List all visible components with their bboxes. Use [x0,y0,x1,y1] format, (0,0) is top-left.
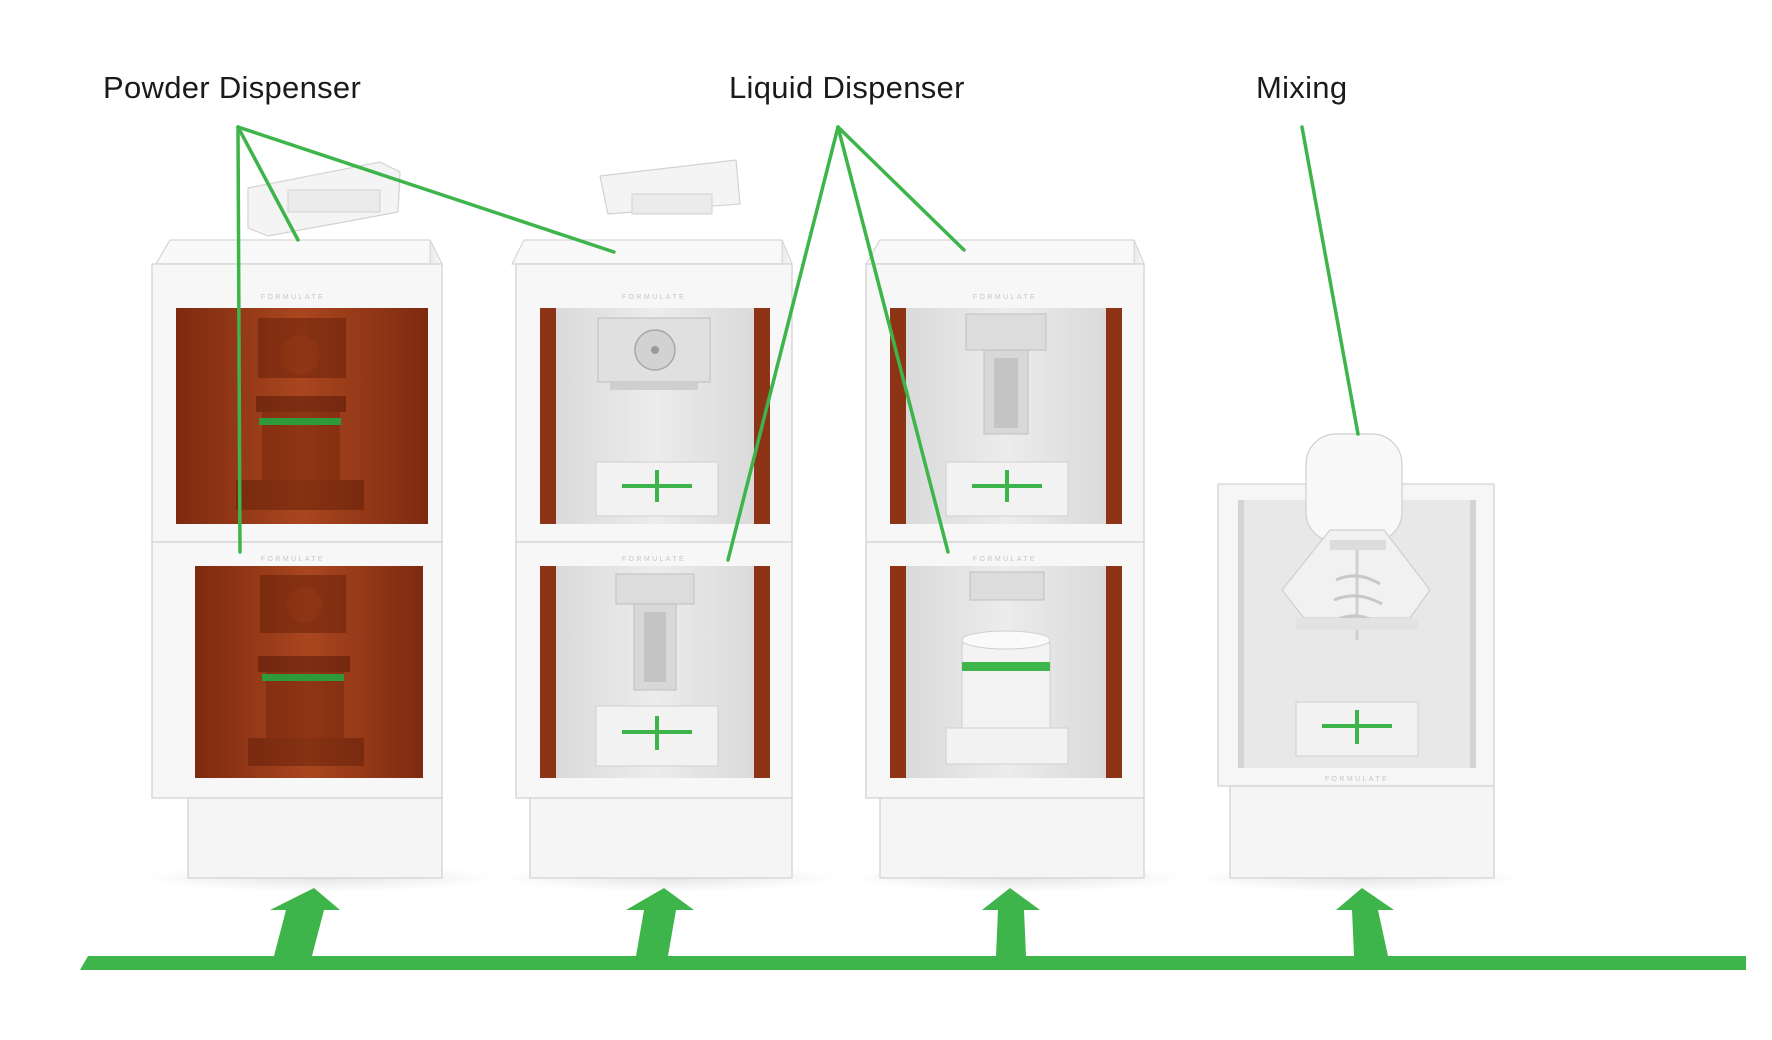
powder-callout-line [236,125,242,554]
enclosure-rail [1238,500,1244,768]
up-arrow-icon [1336,888,1394,956]
balance-plate [1295,701,1419,757]
brand-mark: FORMULATE [973,556,1037,563]
mixer-column [1296,618,1418,630]
mixing-unit: FORMULATE [1217,433,1495,879]
brand-mark: FORMULATE [261,294,325,301]
liquid-callout-line [836,125,966,252]
amber-panel [1106,308,1122,524]
cabinet-top [511,239,793,265]
balance-plate [945,727,1069,765]
base-plinth [1229,785,1495,879]
liquid-dispenser-label: Liquid Dispenser [729,70,965,105]
amber-panel [754,308,770,524]
up-arrow-icon [270,888,340,956]
mixing-callout-line [1300,125,1360,436]
crosshair-icon [622,716,692,750]
liquid-dispenser-unit-2: FORMULATE FORMULATE [864,239,1145,879]
powder-dispenser-label: Powder Dispenser [103,70,362,105]
callout-lines [236,125,1360,562]
base-plinth [879,797,1145,879]
amber-panel [890,308,906,524]
base-plinth [187,797,443,879]
dispense-head [965,313,1047,435]
crosshair-icon [622,470,692,502]
powder-dispenser-unit: FORMULATE FORMULATE [151,161,443,879]
powder-callout-line [236,125,616,254]
powder-hopper [248,575,364,766]
amber-panel [540,566,556,778]
amber-window [176,308,428,524]
up-arrow-icon [626,888,694,956]
crosshair-icon [1322,710,1392,744]
liquid-callout-line [726,125,840,562]
amber-panel [754,566,770,778]
cabinet-top [154,239,443,265]
brand-mark: FORMULATE [622,556,686,563]
sample-jar [961,630,1051,745]
brand-mark: FORMULATE [973,294,1037,301]
dispense-head [615,573,695,691]
amber-panel [1106,566,1122,778]
green-band [262,674,344,681]
enclosure-rail [1470,500,1476,768]
mixing-label: Mixing [1256,70,1348,105]
balance-plate [945,461,1069,517]
up-arrow-icon [982,888,1040,956]
amber-panel [540,308,556,524]
liquid-callout-line [836,125,950,554]
brand-mark: FORMULATE [261,556,325,563]
balance-plate [595,705,719,767]
crosshair-icon [972,470,1042,502]
liquid-dispenser-unit-1: FORMULATE FORMULATE [511,159,793,879]
brand-mark: FORMULATE [622,294,686,301]
dispense-head [969,571,1045,601]
balance-plate [595,461,719,517]
powder-callout-line [236,125,300,242]
dispense-head [597,317,711,390]
brand-mark: FORMULATE [1325,776,1389,783]
conveyor-flow [80,888,1746,970]
conveyor-track [80,956,1746,970]
amber-window [195,566,423,778]
amber-panel [890,566,906,778]
cabinet-top [864,239,1145,265]
base-plinth [529,797,793,879]
powder-hopper [236,318,364,510]
hopper-lid [599,159,741,215]
green-band [259,418,341,425]
